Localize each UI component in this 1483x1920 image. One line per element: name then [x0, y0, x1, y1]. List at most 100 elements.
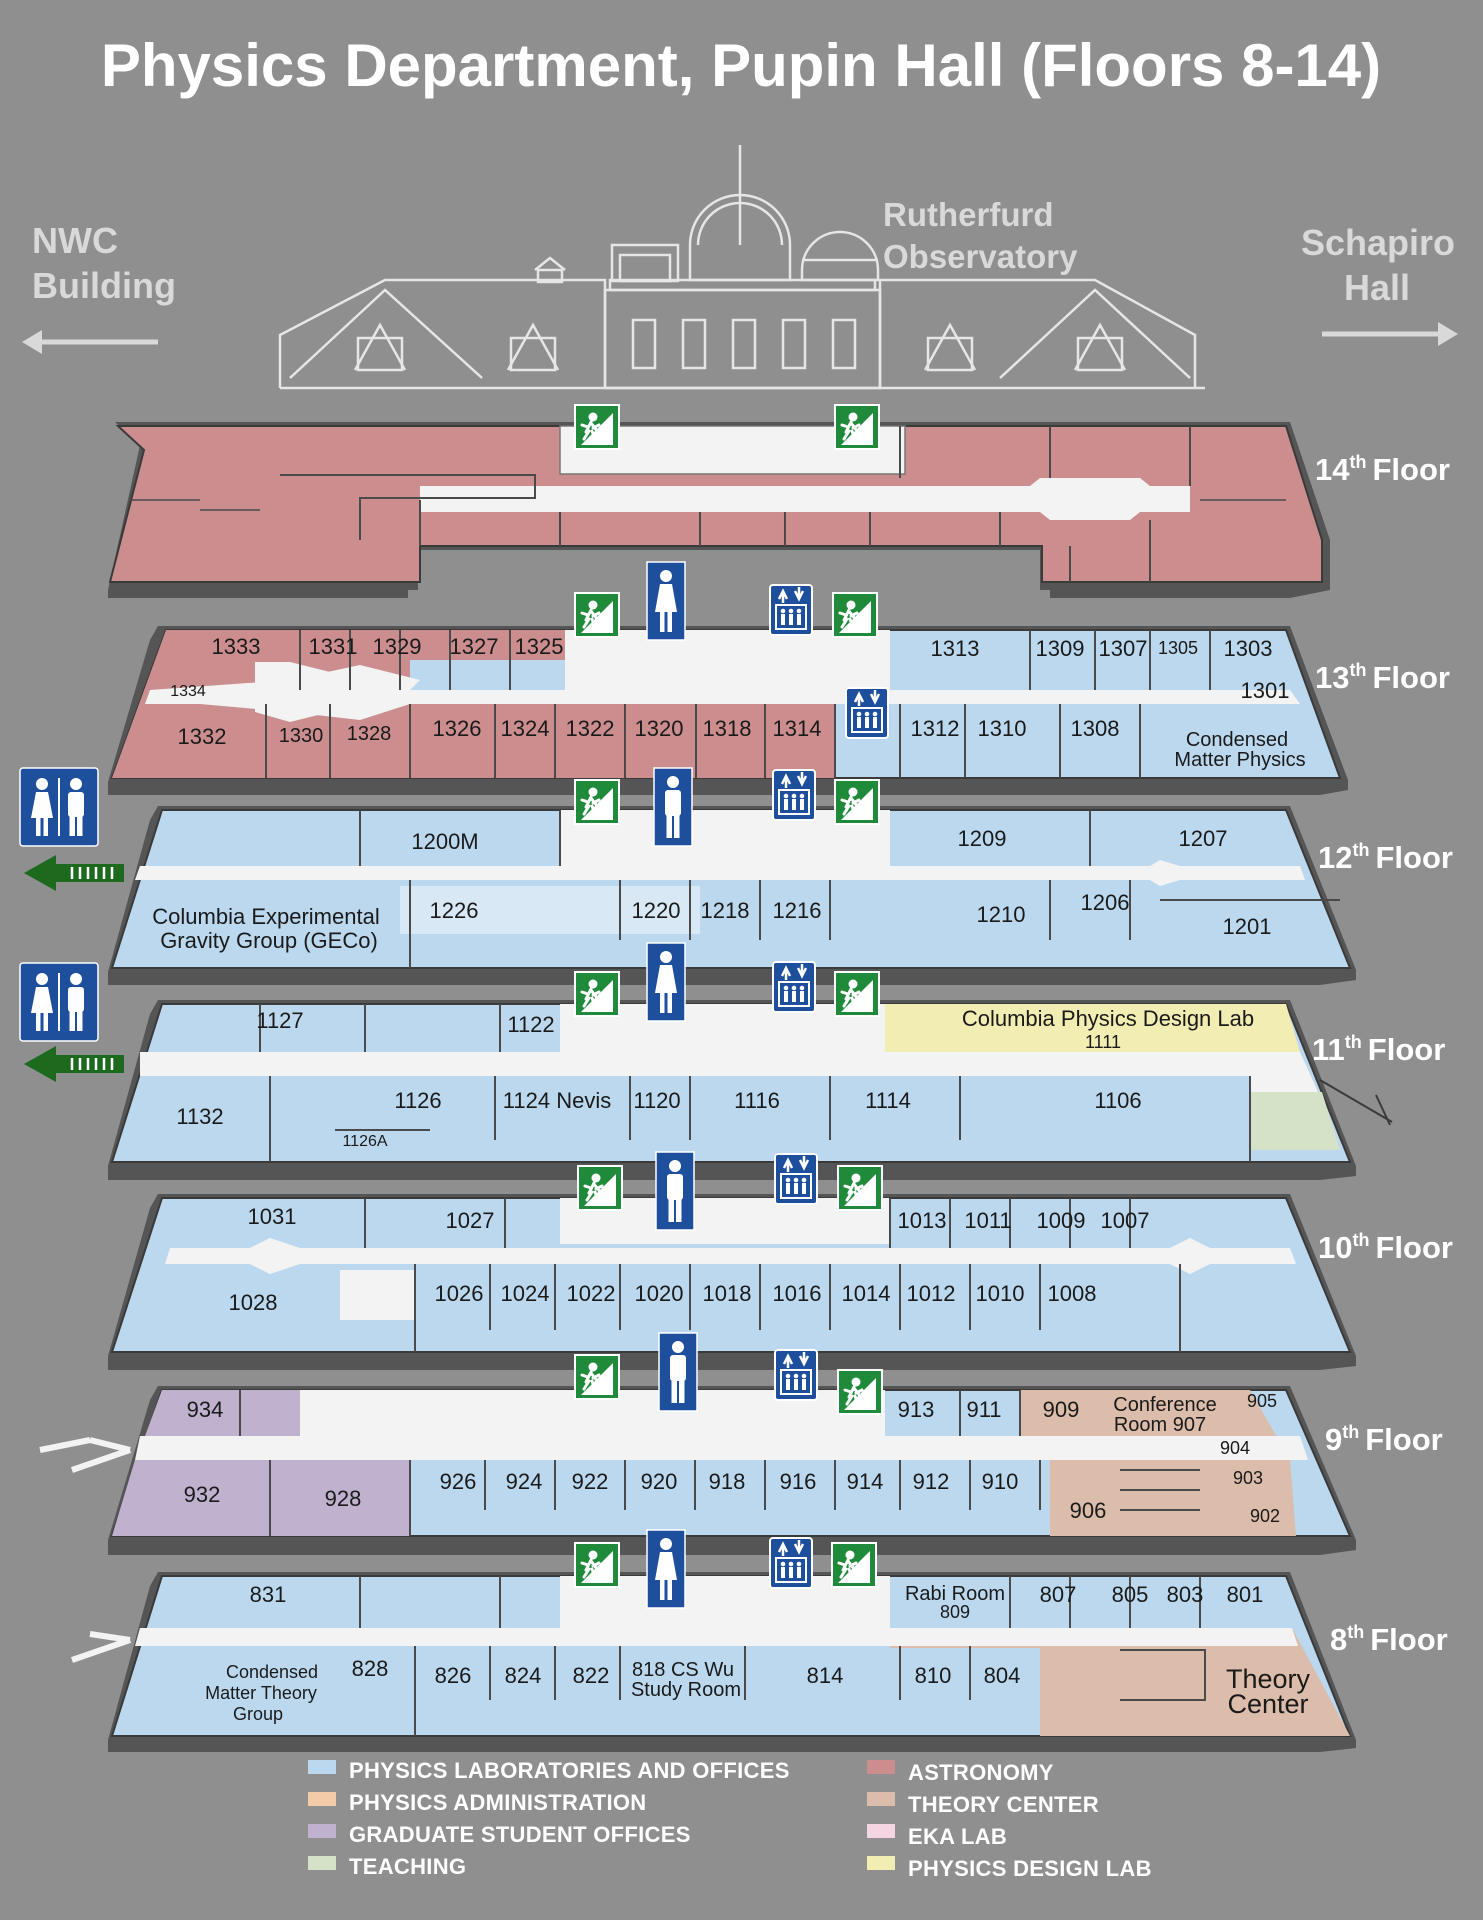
room-label: 1120	[633, 1088, 680, 1113]
elevator-icon	[773, 1348, 819, 1402]
room-label: 810	[915, 1663, 952, 1688]
room-label: 905	[1247, 1391, 1277, 1411]
room-label: Theory	[1226, 1664, 1311, 1694]
room-label: 1031	[248, 1204, 297, 1229]
legend-swatch	[308, 1792, 336, 1806]
room-label: 1216	[773, 898, 822, 923]
exit-icon	[836, 1368, 884, 1416]
room-label: 1201	[1223, 914, 1272, 939]
room-label: 1318	[703, 716, 752, 741]
legend-label: PHYSICS DESIGN LAB	[908, 1856, 1152, 1881]
room-label: 1331	[309, 634, 358, 659]
room-label: 1324	[501, 716, 550, 741]
room-label: 1207	[1179, 826, 1228, 851]
exit-icon	[573, 1353, 621, 1401]
room-label: 1226	[430, 898, 479, 923]
room-label: 1024	[501, 1281, 550, 1306]
floor-11-plan	[108, 1000, 1393, 1180]
restroom-women-icon	[646, 1529, 686, 1609]
room-label: Conference	[1113, 1394, 1216, 1416]
room-label: 918	[709, 1469, 746, 1494]
floor-14-plan	[108, 422, 1330, 598]
room-label: 1210	[977, 902, 1026, 927]
room-label: 906	[1070, 1498, 1107, 1523]
legend-swatch	[867, 1824, 895, 1838]
exit-icon	[573, 591, 621, 639]
floor-12-plan	[108, 806, 1356, 985]
room-label: 916	[780, 1469, 817, 1494]
room-label: 803	[1167, 1582, 1204, 1607]
room-label: 801	[1227, 1582, 1264, 1607]
room-label: Columbia Experimental	[152, 904, 379, 929]
elevator-icon	[773, 1152, 819, 1206]
legend-label: PHYSICS LABORATORIES AND OFFICES	[349, 1758, 790, 1783]
legend-label: THEORY CENTER	[908, 1792, 1099, 1817]
schapiro-hall-label-1: Schapiro	[1301, 222, 1455, 263]
room-label: Study Room	[631, 1679, 741, 1701]
room-label: 922	[572, 1469, 609, 1494]
room-label: 924	[506, 1469, 543, 1494]
legend-label: EKA LAB	[908, 1824, 1007, 1849]
room-label: 1309	[1036, 636, 1085, 661]
room-label: 1305	[1158, 638, 1198, 658]
room-label: 1027	[446, 1208, 495, 1233]
room-label: 818 CS Wu	[632, 1659, 734, 1681]
nwc-building-label-1: NWC	[32, 220, 118, 261]
schapiro-hall-label-2: Hall	[1344, 267, 1410, 308]
legend-label: PHYSICS ADMINISTRATION	[349, 1790, 647, 1815]
room-label: 914	[847, 1469, 884, 1494]
floor-10-plan	[108, 1194, 1356, 1370]
exit-icon	[833, 778, 881, 826]
exit-icon	[831, 591, 879, 639]
room-label: Group	[233, 1704, 283, 1724]
room-label: Condensed	[1186, 729, 1288, 751]
elevator-icon	[768, 1536, 814, 1590]
exit-icon	[833, 403, 881, 451]
room-label: 920	[641, 1469, 678, 1494]
room-label: 1026	[435, 1281, 484, 1306]
pupin-hall-outline-illustration	[278, 145, 1205, 390]
elevator-icon	[771, 960, 817, 1014]
observatory-label-2: Observatory	[883, 238, 1078, 275]
room-label: 1220	[632, 898, 681, 923]
floor-8-plan	[71, 1572, 1356, 1752]
room-label: 1334	[170, 683, 206, 700]
room-label: 805	[1112, 1582, 1149, 1607]
legend-label: ASTRONOMY	[908, 1760, 1054, 1785]
room-label: 1308	[1071, 716, 1120, 741]
room-label: 814	[807, 1663, 844, 1688]
legend-label: TEACHING	[349, 1854, 466, 1879]
room-label: 1012	[907, 1281, 956, 1306]
room-label: 1016	[773, 1281, 822, 1306]
room-label: 1218	[701, 898, 750, 923]
room-label: 1328	[347, 723, 392, 745]
nwc-building-label-2: Building	[32, 265, 176, 306]
legend-swatch	[867, 1856, 895, 1870]
restroom-all-icon	[19, 962, 99, 1042]
legend-swatch	[308, 1760, 336, 1774]
exit-icon	[830, 1541, 878, 1589]
room-label: Room 907	[1114, 1414, 1206, 1436]
floor-9-plan	[39, 1386, 1356, 1555]
room-label: 1329	[373, 634, 422, 659]
room-label: 1307	[1099, 636, 1148, 661]
room-label: 1014	[842, 1281, 891, 1306]
room-label: 1111	[1085, 1032, 1121, 1052]
room-label: 1314	[773, 716, 822, 741]
room-label: 1332	[178, 724, 227, 749]
restroom-women-icon	[646, 561, 686, 641]
room-label: 1126A	[342, 1133, 387, 1150]
room-label: Matter Theory	[205, 1683, 317, 1703]
room-label: 1126	[394, 1088, 441, 1113]
room-label: 1122	[507, 1012, 554, 1037]
arrow-right-icon	[1322, 322, 1458, 346]
room-label: 1301	[1241, 678, 1290, 703]
exit-icon	[836, 1164, 884, 1212]
room-label: 934	[187, 1397, 224, 1422]
room-label: Condensed	[226, 1662, 318, 1682]
